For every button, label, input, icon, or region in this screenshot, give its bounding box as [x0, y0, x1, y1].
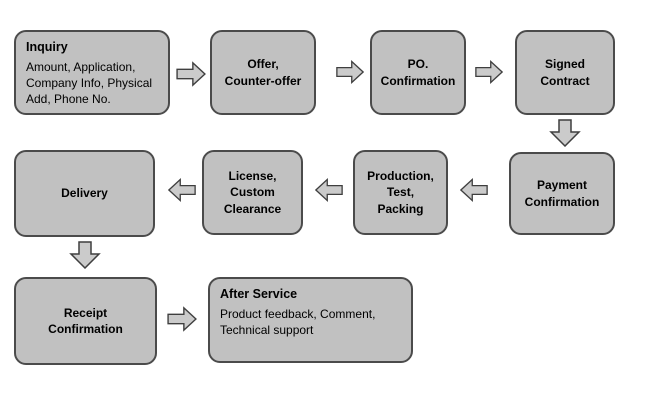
- node-production: Production, Test, Packing: [353, 150, 448, 235]
- arrow-license-to-delivery-icon: [168, 177, 196, 203]
- arrow-signed-contract-to-payment-icon: [549, 119, 581, 147]
- node-after-service-title: After Service: [220, 287, 298, 301]
- node-payment-confirmation: Payment Confirmation: [509, 152, 615, 235]
- arrow-po-to-signed-contract-icon: [475, 59, 503, 85]
- arrow-offer-to-po-icon: [336, 59, 364, 85]
- node-signed-contract: Signed Contract: [515, 30, 615, 115]
- node-offer-label: Offer, Counter-offer: [224, 57, 302, 88]
- node-receipt-confirmation: Receipt Confirmation: [14, 277, 157, 365]
- node-offer: Offer, Counter-offer: [210, 30, 316, 115]
- node-inquiry-title: Inquiry: [26, 40, 68, 54]
- node-po-confirmation: PO. Confirmation: [370, 30, 466, 115]
- node-inquiry: Inquiry Amount, Application, Company Inf…: [14, 30, 170, 115]
- node-inquiry-body: Amount, Application, Company Info, Physi…: [26, 60, 153, 106]
- node-signed-contract-label: Signed Contract: [540, 57, 590, 88]
- arrow-receipt-to-after-service-icon: [167, 306, 197, 332]
- node-delivery: Delivery: [14, 150, 155, 237]
- node-production-label: Production, Test, Packing: [367, 169, 434, 216]
- node-after-service: After Service Product feedback, Comment,…: [208, 277, 413, 363]
- node-license-label: License, Custom Clearance: [223, 169, 282, 216]
- arrow-payment-to-production-icon: [460, 177, 488, 203]
- node-delivery-label: Delivery: [61, 186, 108, 201]
- arrow-inquiry-to-offer-icon: [176, 61, 206, 87]
- node-after-service-body: Product feedback, Comment, Technical sup…: [220, 307, 376, 337]
- node-license: License, Custom Clearance: [202, 150, 303, 235]
- node-po-confirmation-label: PO. Confirmation: [380, 57, 456, 88]
- node-receipt-confirmation-label: Receipt Confirmation: [48, 305, 123, 336]
- node-payment-confirmation-label: Payment Confirmation: [524, 178, 600, 209]
- arrow-production-to-license-icon: [315, 177, 343, 203]
- arrow-delivery-to-receipt-icon: [69, 241, 101, 269]
